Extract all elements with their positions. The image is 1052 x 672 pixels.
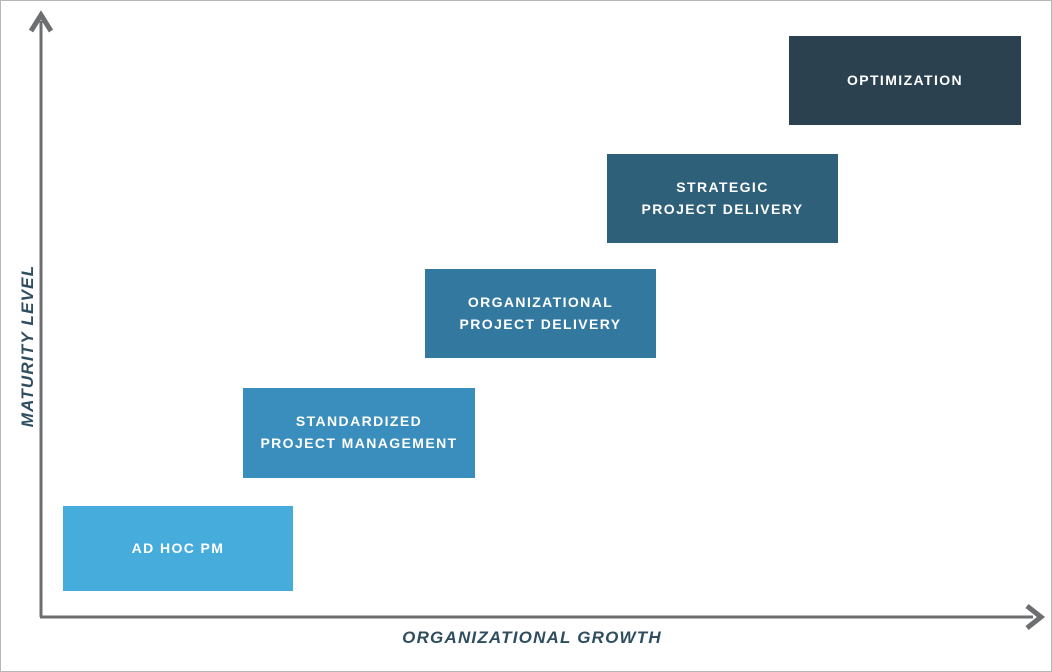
x-axis-arrow-icon bbox=[1025, 604, 1046, 630]
stage-label: STANDARDIZED PROJECT MANAGEMENT bbox=[260, 413, 458, 451]
stage-box-strategic-project-delivery: STRATEGIC PROJECT DELIVERY bbox=[607, 154, 838, 243]
y-axis-arrow-icon bbox=[28, 10, 54, 33]
stage-label: ORGANIZATIONAL PROJECT DELIVERY bbox=[459, 293, 622, 332]
y-axis-label: MATURITY LEVEL bbox=[18, 264, 37, 428]
stage-box-organizational-project-delivery: ORGANIZATIONAL PROJECT DELIVERY bbox=[425, 269, 656, 358]
stage-label: AD HOC PM bbox=[131, 539, 225, 556]
stage-box-standardized-project-management: STANDARDIZED PROJECT MANAGEMENT bbox=[243, 388, 475, 478]
stage-box-optimization: OPTIMIZATION bbox=[789, 36, 1021, 125]
stage-label: STRATEGIC PROJECT DELIVERY bbox=[641, 178, 804, 217]
stage-box-ad-hoc-pm: AD HOC PM bbox=[63, 506, 293, 591]
y-axis bbox=[28, 10, 54, 617]
x-axis bbox=[40, 604, 1046, 630]
stage-label: OPTIMIZATION bbox=[846, 71, 964, 88]
x-axis-label: ORGANIZATIONAL GROWTH bbox=[402, 628, 662, 647]
